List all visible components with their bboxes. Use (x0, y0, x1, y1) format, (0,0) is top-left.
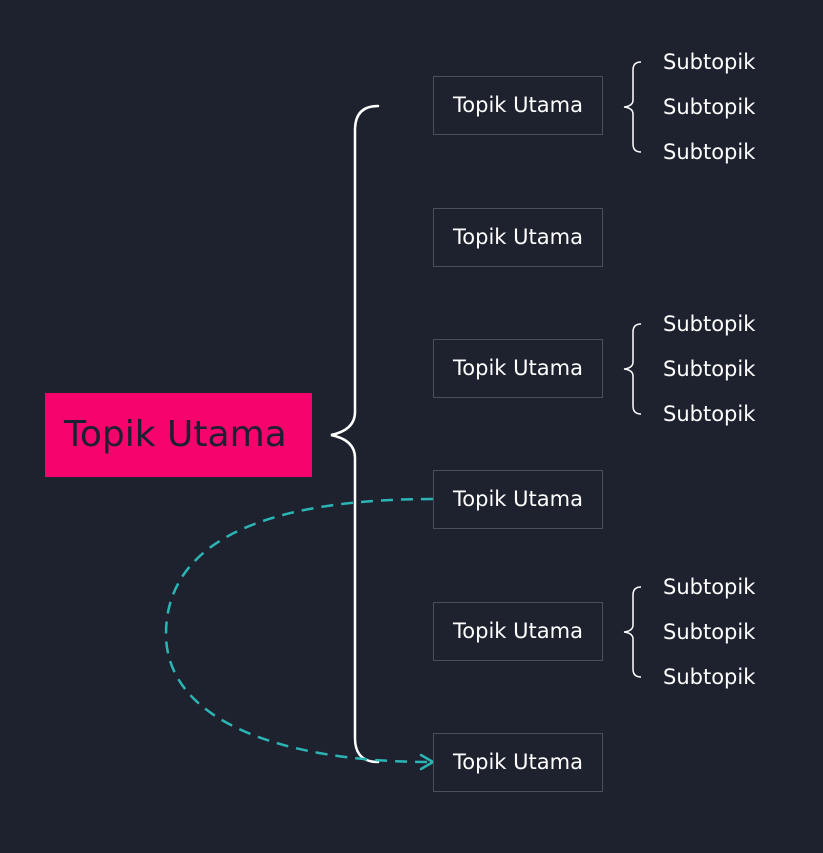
topic-3[interactable]: Topik Utama (433, 339, 603, 398)
topic-6[interactable]: Topik Utama (433, 733, 603, 792)
subtopic-3-1[interactable]: Subtopik (663, 312, 756, 336)
subtopic-5-1[interactable]: Subtopik (663, 575, 756, 599)
subtopic-5-3[interactable]: Subtopik (663, 665, 756, 689)
subtopic-1-3[interactable]: Subtopik (663, 140, 756, 164)
root-topic[interactable]: Topik Utama (45, 393, 312, 477)
sub-brace-5 (623, 586, 642, 678)
dashed-relationship-arrow (164, 497, 434, 764)
topic-5[interactable]: Topik Utama (433, 602, 603, 661)
sub-brace-3 (623, 323, 642, 415)
subtopic-3-3[interactable]: Subtopik (663, 402, 756, 426)
sub-brace-1 (623, 61, 642, 153)
topic-2[interactable]: Topik Utama (433, 208, 603, 267)
subtopic-1-1[interactable]: Subtopik (663, 50, 756, 74)
subtopic-5-2[interactable]: Subtopik (663, 620, 756, 644)
main-brace (330, 104, 380, 764)
topic-1[interactable]: Topik Utama (433, 76, 603, 135)
subtopic-1-2[interactable]: Subtopik (663, 95, 756, 119)
subtopic-3-2[interactable]: Subtopik (663, 357, 756, 381)
topic-4[interactable]: Topik Utama (433, 470, 603, 529)
